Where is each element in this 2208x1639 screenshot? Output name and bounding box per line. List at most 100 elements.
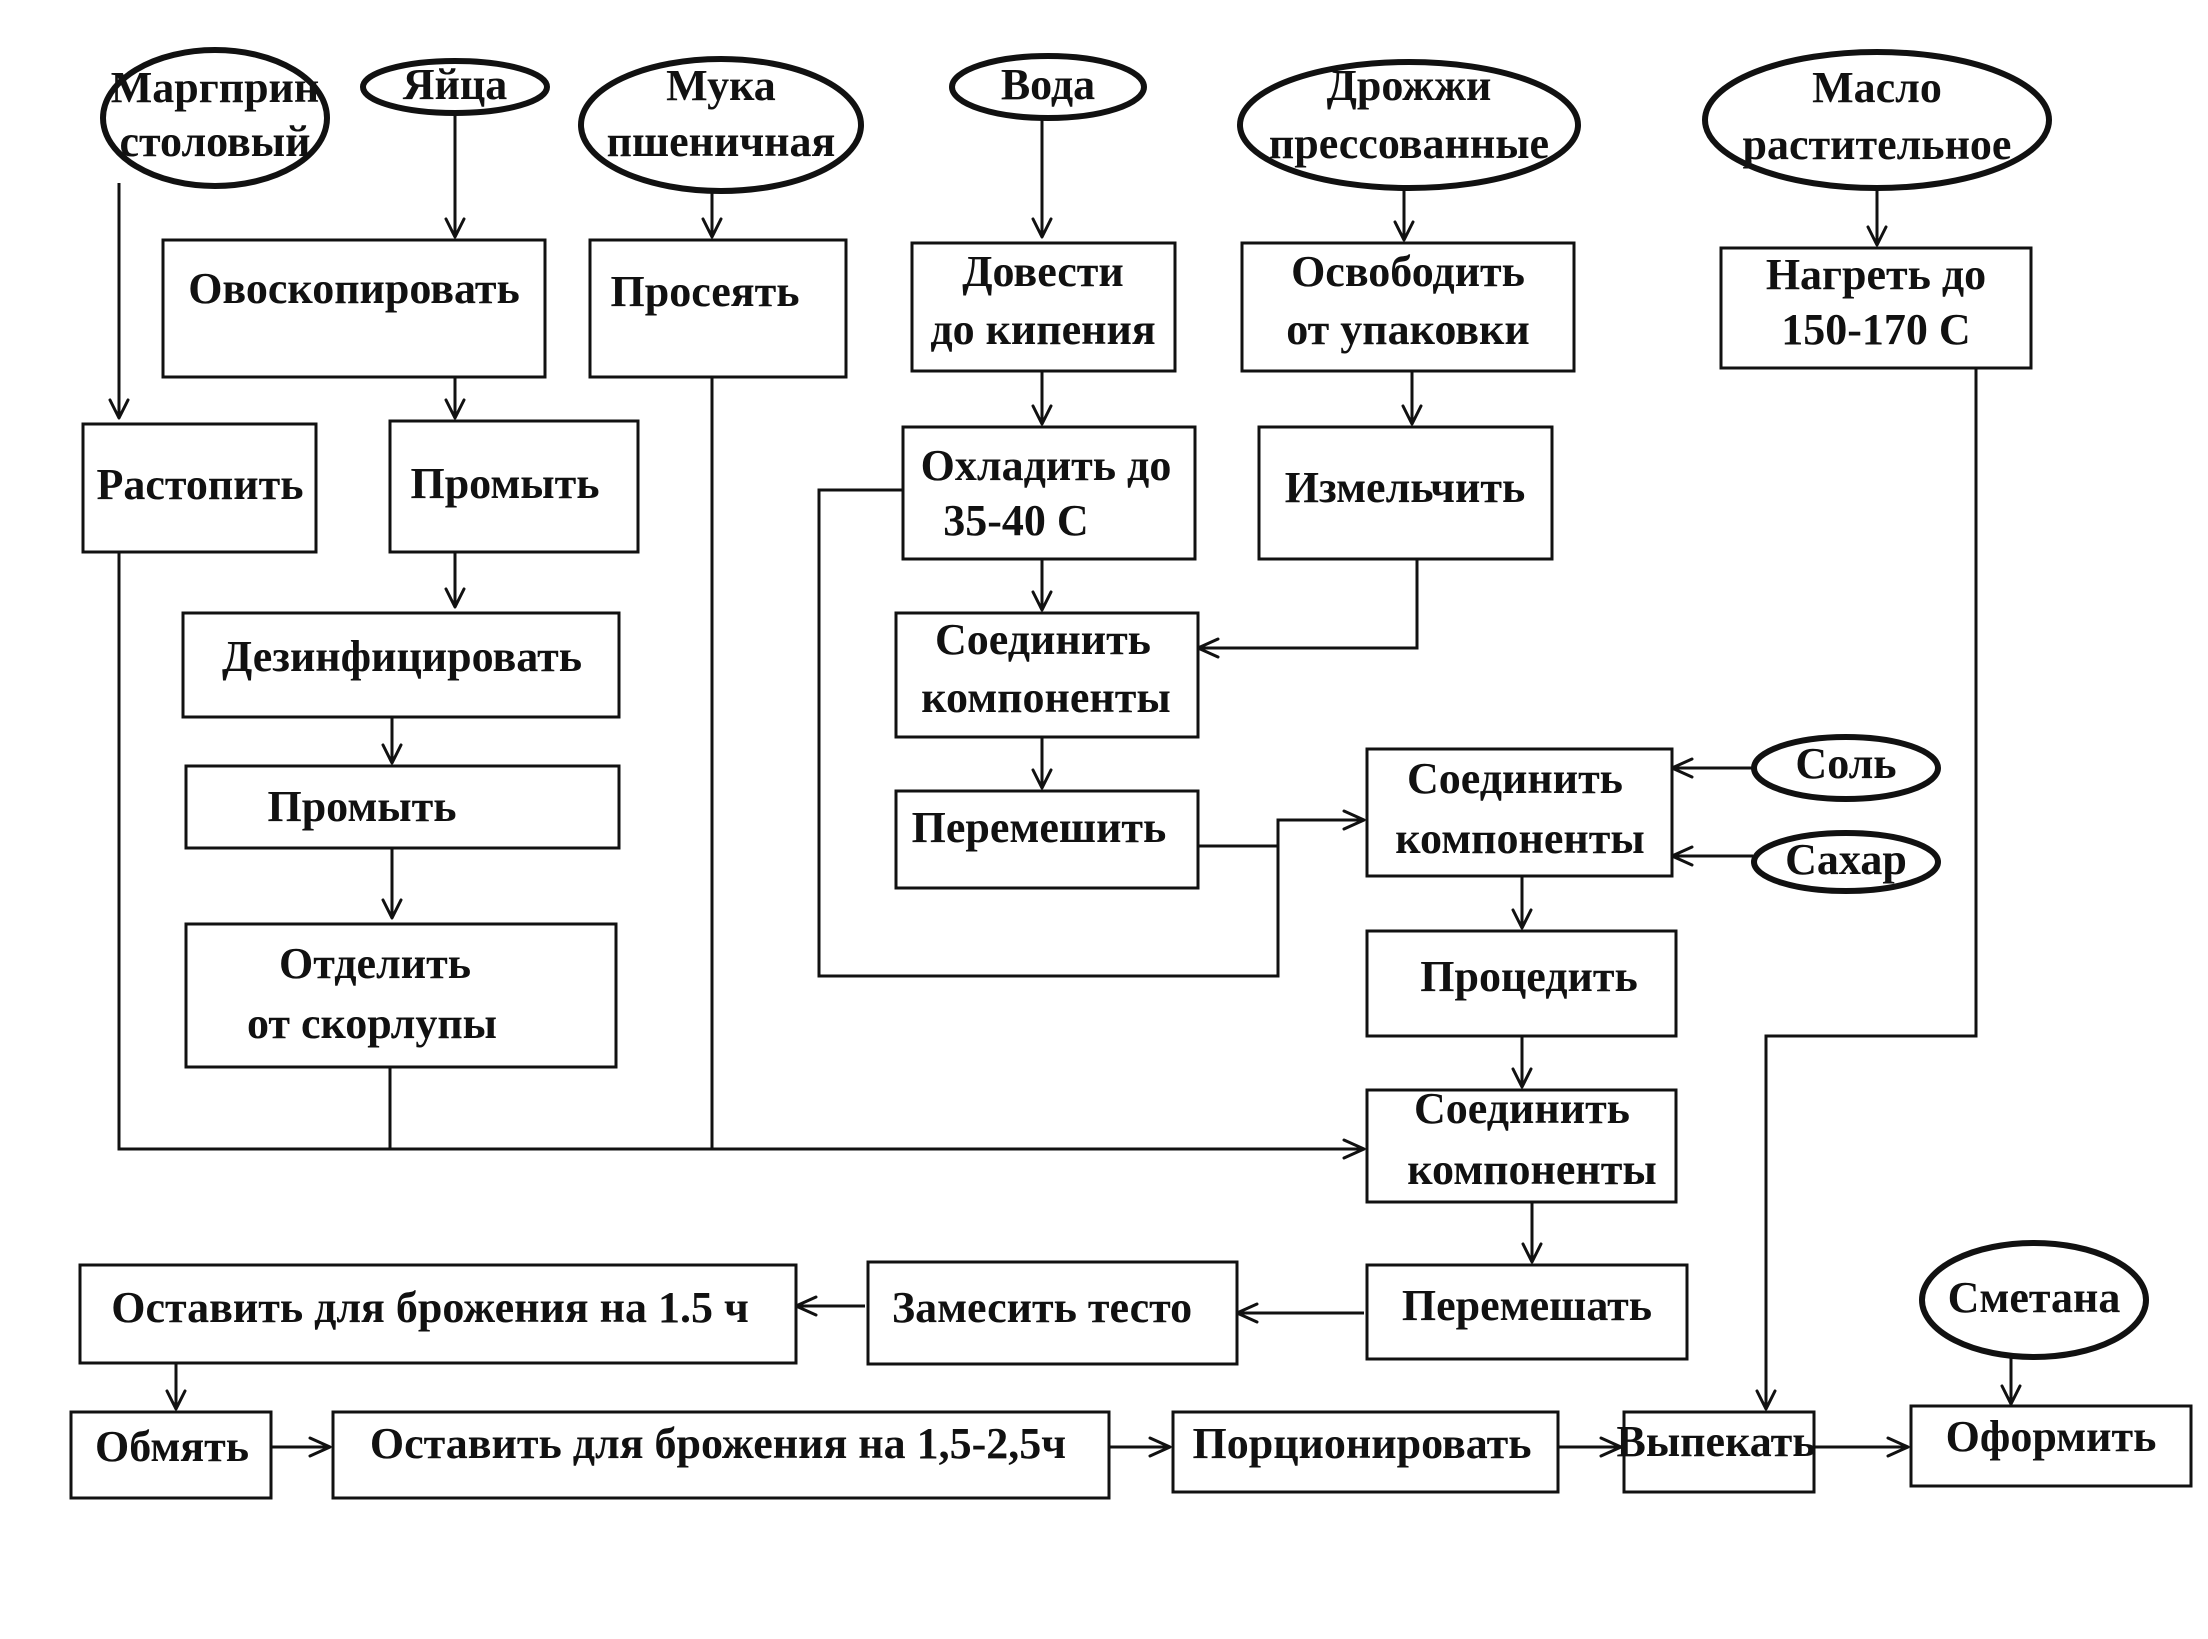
ingredient-label: Сметана [1948,1273,2121,1322]
step-label: Дезинфицировать [222,632,582,681]
step-crush: Измельчить [1257,425,1554,561]
process-steps: Овоскопировать Просеять Довести до кипен… [69,238,2193,1500]
step-label: компоненты [1407,1145,1656,1194]
step-label: Процедить [1420,952,1638,1001]
step-box [1240,241,1576,373]
arrowhead [1511,908,1533,930]
step-decorate: Оформить [1909,1404,2193,1488]
step-label: Перемешить [912,803,1167,852]
arrowhead [1393,220,1415,242]
ingredient-label: Сахар [1785,835,1907,884]
step-label: Оставить для брожения на 1,5-2,5ч [370,1419,1066,1468]
arrowhead [381,743,403,765]
step-label: Перемешать [1402,1281,1652,1330]
step-label: 35-40 С [943,496,1088,545]
arrowhead [444,398,466,420]
step-label: Оформить [1946,1412,2157,1461]
ingredient-sugar: Сахар [1751,830,1941,894]
step-combine-first: Соединить компоненты [894,611,1200,739]
step-disinfect: Дезинфицировать [181,611,621,719]
step-mix-second: Перемешать [1365,1263,1689,1361]
connector-crush-combine [1198,559,1419,650]
step-box [894,611,1200,739]
step-box [1909,1404,2193,1488]
step-box [1257,425,1554,561]
step-label: от упаковки [1286,305,1530,354]
step-box [588,238,848,379]
arrowhead [444,587,466,609]
step-label: Обмять [95,1422,249,1471]
step-box [894,789,1200,890]
step-box [1719,246,2033,370]
oval-shape [949,53,1147,121]
step-box [1365,747,1674,878]
step-punch: Обмять [69,1410,273,1500]
ingredient-label: Яйца [403,60,507,109]
step-box [1365,1263,1689,1361]
step-ferment-first: Оставить для брожения на 1.5 ч [78,1263,798,1365]
arrowhead [2000,1384,2022,1406]
arrowhead [1031,404,1053,426]
arrowhead [1031,590,1053,612]
step-knead: Замесить тесто [866,1260,1239,1366]
step-box [901,425,1197,561]
ingredient-label: Вода [1001,60,1095,109]
step-label: компоненты [1395,814,1644,863]
step-combine-second: Соединить компоненты [1365,747,1674,878]
step-box [78,1263,798,1365]
oval-shape [1751,734,1941,802]
step-box [81,422,318,554]
step-wash-second: Промыть [184,764,621,850]
oval-shape [1751,830,1941,894]
oval-shape [100,47,330,189]
step-ovoscope: Овоскопировать [161,238,547,379]
step-label: Выпекать [1616,1417,1815,1466]
arrowhead [1886,1436,1910,1458]
step-label: Просеять [611,267,800,316]
step-ferment-second: Оставить для брожения на 1,5-2,5ч [331,1410,1111,1500]
step-box [910,241,1177,373]
arrowhead [1401,404,1423,426]
oval-shape [578,56,864,194]
oval-shape [1237,59,1581,191]
oval-shape [360,58,550,116]
step-label: до кипения [930,305,1155,354]
arrowhead [1511,1067,1533,1089]
arrowhead [1031,217,1053,239]
step-label: компоненты [921,673,1170,722]
step-mix-first: Перемешить [894,789,1200,890]
step-label: Довести [962,247,1124,296]
step-box [1622,1410,1816,1494]
ingredient-margarine: Маргприн столовый [100,47,330,189]
ingredient-label: пшеничная [607,117,836,166]
arrowhead [1342,809,1366,831]
step-label: Нагреть до [1766,250,1986,299]
step-box [1365,1088,1678,1204]
step-sift: Просеять [588,238,848,379]
ingredient-yeast: Дрожжи прессованные [1237,59,1581,191]
ingredient-sour-cream: Сметана [1919,1240,2149,1360]
step-box [866,1260,1239,1366]
arrowhead [1755,1389,1777,1411]
step-box [331,1410,1111,1500]
ingredient-salt: Соль [1751,734,1941,802]
arrowhead [108,398,130,420]
ingredient-label: Маргприн [111,63,320,112]
step-cool: Охладить до 35-40 С [901,425,1197,561]
ingredient-water: Вода [949,53,1147,121]
arrowhead [165,1389,187,1411]
step-box [181,611,621,719]
arrowhead [701,217,723,239]
step-label: Отделить [279,939,471,988]
step-label: Овоскопировать [188,264,520,313]
step-label: Порционировать [1193,1419,1532,1468]
step-portion: Порционировать [1171,1410,1560,1494]
step-label: Соединить [935,615,1151,664]
step-melt: Растопить [81,422,318,554]
ingredient-oil: Масло растительное [1702,49,2052,191]
arrowhead [1031,768,1053,790]
oval-shape [1919,1240,2149,1360]
connector-mix-combine [1198,818,1364,848]
step-label: Измельчить [1285,463,1525,512]
